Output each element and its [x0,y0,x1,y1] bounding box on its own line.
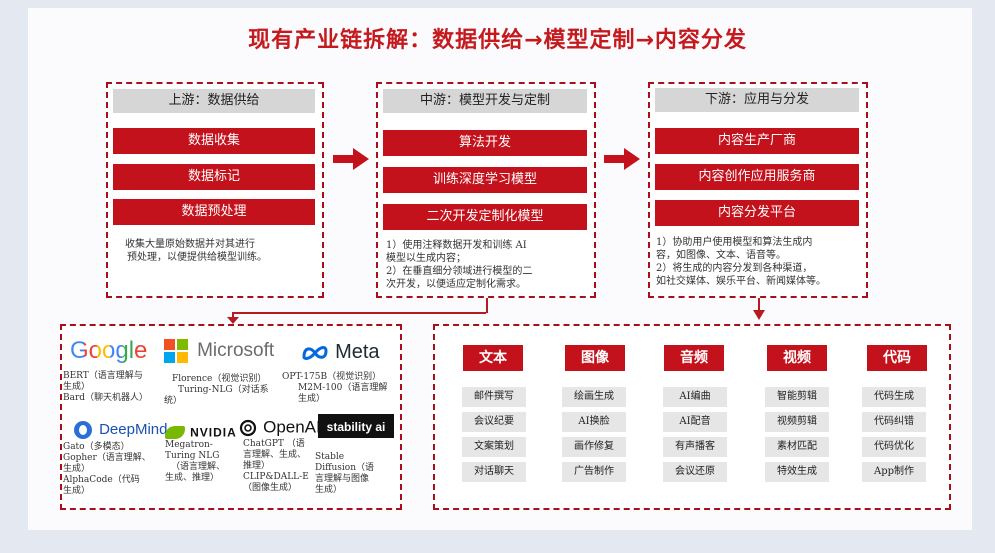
list-item: 邮件撰写 [462,387,526,407]
connector-line [758,298,760,312]
midstream-item-custom-model: 二次开发定制化模型 [383,204,587,230]
upstream-description: 收集大量原始数据并对其进行 预处理，以便提供给模型训练。 [125,239,267,263]
list-item: 有声播客 [663,437,727,457]
list-item: 素材匹配 [765,437,829,457]
nvidia-products: Megatron- Turing NLG （语言理解、 生成、推理） [165,440,226,483]
meta-logo: Meta [302,341,380,364]
category-text-list: 邮件撰写 会议纪要 文案策划 对话聊天 [462,387,526,487]
list-item: 特效生成 [765,462,829,482]
downstream-description: 1）协助用户使用模型和算法生成内 容，如图像、文本、语音等。 2）将生成的内容分… [656,237,826,287]
category-code: 代码 [867,345,927,371]
category-image-list: 绘画生成 AI换脸 画作修复 广告制作 [562,387,626,487]
category-image: 图像 [565,345,625,371]
downstream-panel [648,82,868,298]
upstream-header: 上游：数据供给 [113,89,315,113]
connector-line [486,298,488,313]
arrow-right-icon [604,148,640,170]
midstream-description: 1）使用注释数据开发和训练 AI 模型以生成内容； 2）在垂直细分领域进行模型的… [386,240,533,290]
list-item: 广告制作 [562,462,626,482]
list-item: 智能剪辑 [765,387,829,407]
openai-logo: OpenAI [238,417,321,438]
upstream-item-data-labeling: 数据标记 [113,164,315,190]
microsoft-logo: Microsoft [164,339,274,363]
list-item: 画作修复 [562,437,626,457]
nvidia-eye-icon [165,426,185,439]
upstream-item-data-preprocessing: 数据预处理 [113,199,315,225]
microsoft-products: Florence（视觉识别） Turing-NLG（对话系 统） [164,374,269,406]
category-video-list: 智能剪辑 视频剪辑 素材匹配 特效生成 [765,387,829,487]
category-code-list: 代码生成 代码纠错 代码优化 App制作 [862,387,926,487]
downstream-item-creation-service: 内容创作应用服务商 [655,164,859,190]
meta-products: OPT-175B（视觉识别） M2M-100（语言理解 生成） [282,372,388,404]
upstream-item-data-collection: 数据收集 [113,128,315,154]
list-item: 对话聊天 [462,462,526,482]
list-item: 文案策划 [462,437,526,457]
list-item: AI换脸 [562,412,626,432]
list-item: AI配音 [663,412,727,432]
list-item: App制作 [862,462,926,482]
list-item: 会议还原 [663,462,727,482]
midstream-item-algorithm-dev: 算法开发 [383,130,587,156]
list-item: 视频剪辑 [765,412,829,432]
downstream-header: 下游：应用与分发 [655,88,859,112]
list-item: 代码纠错 [862,412,926,432]
meta-infinity-icon [302,345,328,360]
arrow-right-icon [333,148,369,170]
list-item: 代码生成 [862,387,926,407]
arrow-down-icon [753,310,765,320]
list-item: 会议纪要 [462,412,526,432]
microsoft-windows-icon [164,339,188,363]
nvidia-logo: NVIDIA [165,422,237,441]
google-products: BERT（语言理解与 生成） Bard（聊天机器人） [63,371,149,403]
category-audio: 音频 [664,345,724,371]
downstream-item-content-producer: 内容生产厂商 [655,128,859,154]
openai-knot-icon [239,419,257,436]
list-item: AI编曲 [663,387,727,407]
list-item: 绘画生成 [562,387,626,407]
deepmind-icon [74,420,92,439]
deepmind-logo: DeepMind [74,419,167,439]
midstream-header: 中游：模型开发与定制 [383,89,587,113]
deepmind-products: Gato（多模态） Gopher（语言理解、 生成） AlphaCode（代码 … [63,442,151,496]
downstream-item-distribution-platform: 内容分发平台 [655,200,859,226]
page-title: 现有产业链拆解：数据供给→模型定制→内容分发 [248,28,747,53]
google-logo: Google [70,337,148,364]
category-video: 视频 [767,345,827,371]
midstream-item-train-dl-model: 训练深度学习模型 [383,167,587,193]
list-item: 代码优化 [862,437,926,457]
category-audio-list: AI编曲 AI配音 有声播客 会议还原 [663,387,727,487]
openai-products: ChatGPT （语 言理解、生成、 推理） CLIP&DALL-E （图像生成… [243,439,309,493]
stability-ai-products: Stable Diffusion（语 言理解与图像 生成） [315,452,374,495]
category-text: 文本 [463,345,523,371]
connector-line [232,312,486,314]
arrow-down-icon [227,312,239,324]
upstream-panel [106,82,324,298]
stability-ai-logo: stability ai [318,414,394,438]
